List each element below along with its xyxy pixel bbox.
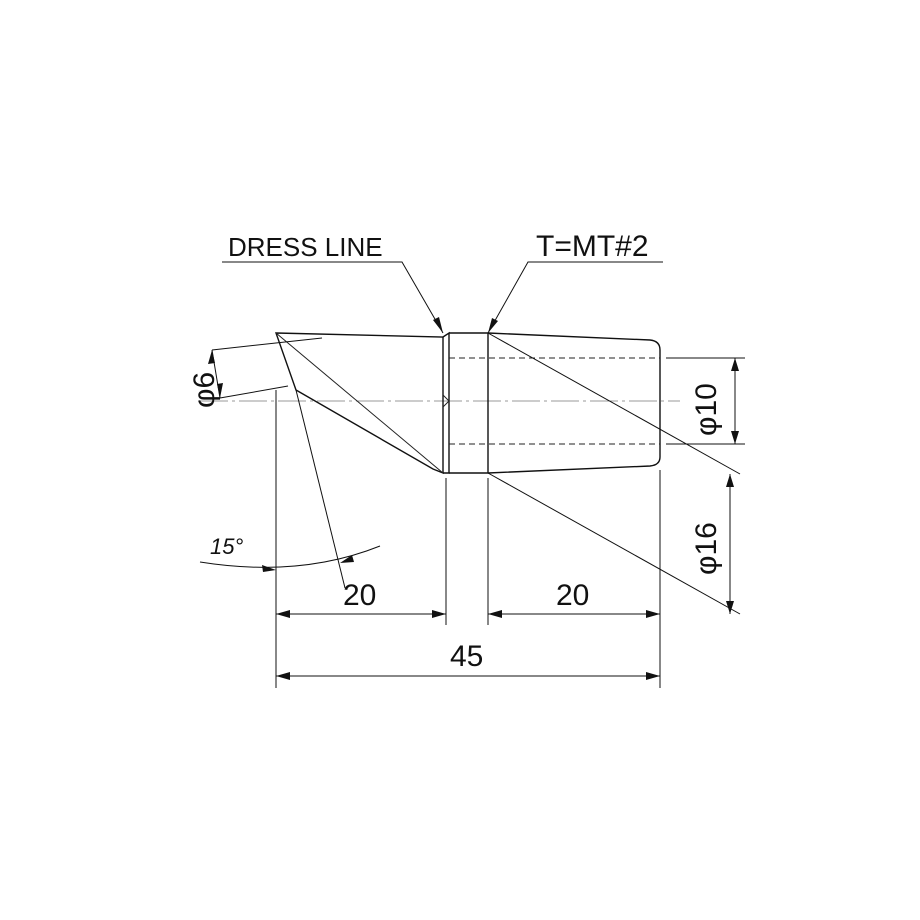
dress-line-groove — [442, 331, 450, 474]
angle-dimension — [199, 389, 381, 589]
shank-outline — [487, 332, 661, 474]
tip-outline — [275, 332, 444, 475]
tip-length-dimension — [276, 610, 446, 618]
neck-diameter-label: φ10 — [690, 383, 723, 436]
taper-label: T=MT#2 — [536, 230, 649, 263]
angle-label: 15° — [210, 534, 243, 559]
groove-notch — [442, 394, 450, 402]
tool-body — [275, 331, 661, 475]
overall-length-dimension — [276, 672, 660, 680]
neck-diameter-dimension — [666, 357, 745, 445]
tip-bevel-line — [275, 332, 444, 474]
tip-length-label: 20 — [343, 579, 376, 612]
neck-outline — [449, 332, 489, 474]
dress-line-label: DRESS LINE — [228, 232, 383, 262]
taper-leader — [487, 261, 663, 334]
tip-diameter-label: φ6 — [188, 372, 221, 408]
overall-length-label: 45 — [450, 640, 483, 673]
shank-length-label: 20 — [556, 579, 589, 612]
groove-notch-2 — [442, 400, 450, 408]
tip-diameter-dimension — [208, 337, 323, 399]
shank-diameter-dimension — [487, 332, 741, 615]
extension-lines — [275, 390, 661, 688]
dress-line-leader — [222, 261, 444, 334]
shank-diameter-label: φ16 — [690, 522, 723, 575]
shank-length-dimension — [488, 610, 660, 618]
